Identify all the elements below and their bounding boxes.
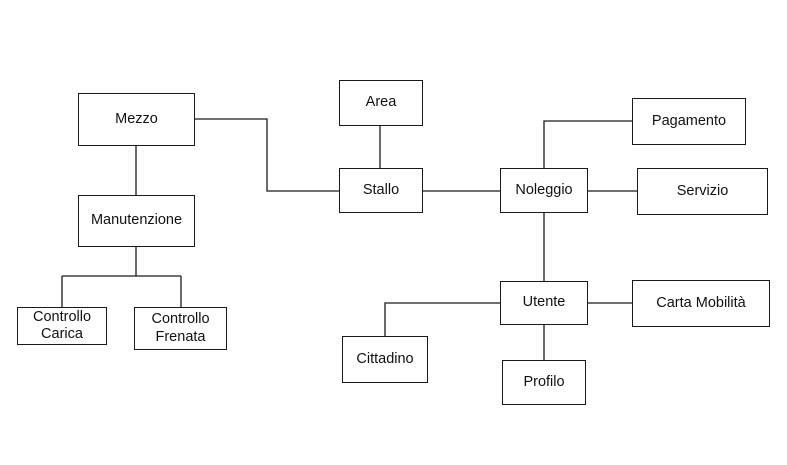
node-label: Pagamento	[651, 112, 727, 129]
node-label: Mezzo	[115, 110, 158, 127]
node-mezzo: Mezzo	[78, 93, 195, 146]
connector-mezzo-stallo	[195, 118, 339, 192]
node-label: Manutenzione	[90, 212, 183, 229]
node-label: Area	[365, 94, 397, 111]
node-noleggio: Noleggio	[500, 168, 588, 213]
node-pagamento: Pagamento	[632, 98, 746, 145]
node-label: Noleggio	[515, 181, 573, 198]
node-label: Controllo Carica	[32, 308, 92, 342]
node-stallo: Stallo	[339, 168, 423, 213]
node-manutenzione: Manutenzione	[78, 195, 195, 247]
node-profilo: Profilo	[502, 360, 586, 405]
connector-utente-cittadino	[384, 302, 500, 336]
node-label: Stallo	[362, 181, 400, 198]
node-label: Servizio	[676, 182, 729, 199]
node-controllo-carica: Controllo Carica	[17, 307, 107, 345]
node-label: Cittadino	[356, 350, 414, 367]
node-controllo-frenata: Controllo Frenata	[134, 307, 227, 350]
node-carta-mobilita: Carta Mobilità	[632, 280, 770, 327]
node-utente: Utente	[500, 281, 588, 325]
node-label: Profilo	[523, 373, 565, 390]
node-cittadino: Cittadino	[342, 336, 428, 383]
node-label: Carta Mobilità	[656, 294, 746, 311]
node-area: Area	[339, 80, 423, 126]
connector-noleggio-pagamento	[543, 120, 632, 168]
connector-manutenzione-controlli	[61, 247, 182, 307]
node-label: Controllo Frenata	[151, 311, 210, 345]
node-servizio: Servizio	[637, 168, 768, 215]
node-label: Utente	[522, 294, 566, 311]
